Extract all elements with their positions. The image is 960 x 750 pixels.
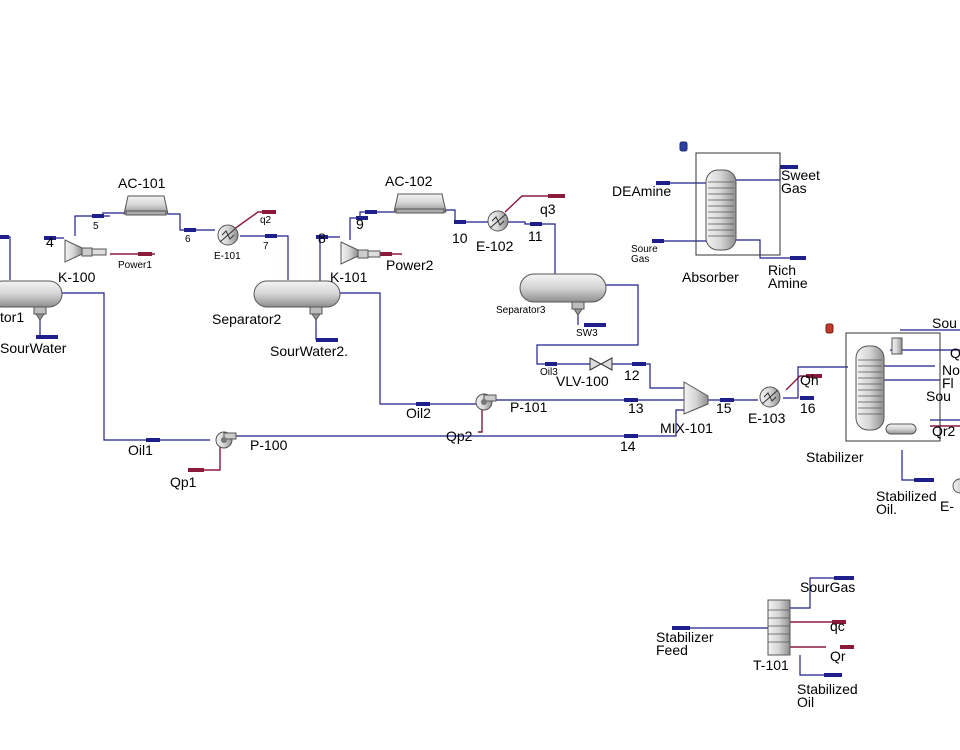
stream-9: 9 (356, 216, 364, 232)
label-mix101: MIX-101 (660, 420, 713, 436)
label-vlv100: VLV-100 (556, 373, 609, 389)
stream-oil2: Oil2 (406, 405, 431, 421)
aircooler-ac102[interactable] (393, 193, 447, 214)
stabilizer-spreadsheet-icon[interactable] (825, 323, 834, 334)
separator3-vessel[interactable] (519, 273, 607, 316)
stream-stabilized-oil-1: Stabilized (876, 488, 937, 504)
label-separator1: tor1 (0, 309, 24, 325)
stream-e-partial: E- (940, 498, 954, 514)
stream-13: 13 (628, 400, 644, 416)
stream-qp2: Qp2 (446, 428, 473, 444)
heat-exchanger-e101[interactable] (217, 224, 239, 246)
stream-soure-gas-1: Soure (631, 244, 658, 255)
stream-power2: Power2 (386, 257, 434, 273)
label-ac102: AC-102 (385, 173, 433, 189)
label-p101: P-101 (510, 399, 548, 415)
separator1-vessel[interactable] (0, 280, 63, 321)
stream-qc: qc (830, 618, 845, 634)
stream-qh: Qh (800, 372, 819, 388)
pump-p101[interactable] (475, 393, 497, 411)
label-stabilizer: Stabilizer (806, 449, 864, 465)
stream-qr: Qr (830, 648, 846, 664)
stream-stab-oil-b2: Oil (797, 694, 814, 710)
absorber-spreadsheet-icon[interactable] (679, 141, 688, 152)
label-separator2: Separator2 (212, 311, 281, 327)
stream-fl-partial: Fl (942, 375, 954, 391)
stabilizer-column[interactable] (845, 332, 941, 442)
stream-rich-amine-2: Amine (768, 275, 808, 291)
stream-10: 10 (452, 230, 468, 246)
partial-equipment-edge (952, 478, 960, 494)
stream-sw3: SW3 (576, 328, 598, 339)
stream-stabilized-oil-2: Oil. (876, 501, 897, 517)
stream-rich-amine-1: Rich (768, 262, 796, 278)
compressor-k100[interactable] (64, 239, 107, 263)
stream-4: 4 (46, 234, 54, 250)
heat-exchanger-e102[interactable] (487, 210, 509, 232)
stream-deamine: DEAmine (612, 183, 671, 199)
stream-sweet-gas-2: Gas (781, 180, 807, 196)
stream-sourwater: SourWater (0, 340, 67, 356)
stream-q2: q2 (260, 215, 272, 226)
label-t101: T-101 (753, 657, 789, 673)
stream-sou-top: Sou (932, 315, 957, 331)
stream-stabilizer-feed-1: Stabilizer (656, 629, 714, 645)
stream-soure-gas-2: Gas (631, 254, 649, 265)
heat-exchanger-e103[interactable] (759, 386, 781, 408)
stream-no-partial: No (942, 362, 960, 378)
label-separator3: Separator3 (496, 305, 546, 316)
stream-qp1: Qp1 (170, 474, 197, 490)
stream-14: 14 (620, 438, 636, 454)
stream-11: 11 (528, 228, 543, 244)
label-e103: E-103 (748, 410, 786, 426)
label-k101: K-101 (330, 269, 368, 285)
stream-sou-mid: Sou (926, 388, 951, 404)
stream-stab-oil-b1: Stabilized (797, 681, 858, 697)
column-t101[interactable] (767, 599, 791, 656)
pump-p100[interactable] (215, 431, 237, 449)
stream-5: 5 (93, 221, 99, 232)
label-absorber: Absorber (682, 269, 739, 285)
stream-sweet-gas-1: Sweet (781, 167, 820, 183)
stream-sourwater2: SourWater2. (270, 343, 348, 359)
label-k100: K-100 (58, 269, 96, 285)
stream-7: 7 (263, 241, 269, 252)
label-e101: E-101 (214, 251, 241, 262)
absorber-column[interactable] (695, 152, 781, 256)
stream-oil1: Oil1 (128, 442, 153, 458)
stream-12: 12 (624, 367, 640, 383)
label-p100: P-100 (250, 437, 288, 453)
stream-power1: Power1 (118, 260, 152, 271)
stream-15: 15 (716, 400, 732, 416)
labels: AC-101 AC-102 K-100 K-101 E-101 E-102 E-… (0, 167, 960, 710)
mixer-mix101[interactable] (683, 381, 709, 415)
stream-markers (0, 165, 934, 677)
stream-oil3: Oil3 (540, 367, 558, 378)
aircooler-ac101[interactable] (123, 195, 169, 216)
stream-16: 16 (800, 400, 816, 416)
stream-q3: q3 (540, 201, 556, 217)
label-e102: E-102 (476, 238, 514, 254)
separator2-vessel[interactable] (253, 280, 341, 321)
stream-8: 8 (318, 230, 326, 246)
valve-vlv100[interactable] (589, 357, 613, 371)
stream-q-partial: Q (950, 345, 960, 361)
label-ac101: AC-101 (118, 175, 166, 191)
compressor-k101[interactable] (340, 241, 381, 265)
stream-qr2-partial: Qr2 (932, 423, 956, 439)
stream-6: 6 (185, 234, 191, 245)
stream-stabilizer-feed-2: Feed (656, 642, 688, 658)
stream-sourgas: SourGas (800, 579, 855, 595)
